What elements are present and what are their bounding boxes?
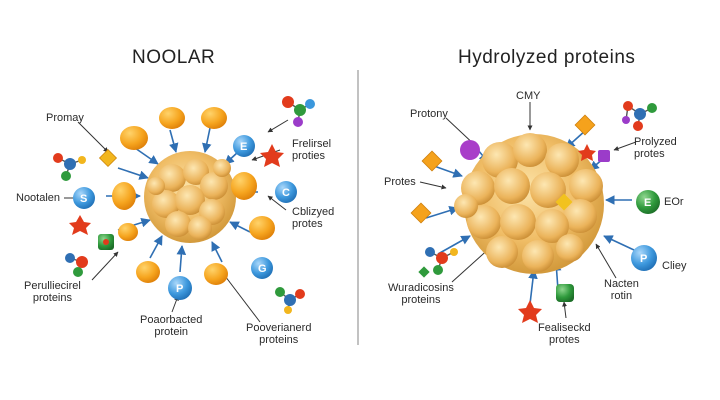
left-orange-beads — [112, 107, 275, 285]
right-label-nacten-rotin: Nacten rotin — [604, 278, 639, 302]
left-blue-badges — [73, 135, 297, 300]
right-label-prolyzed-protes: Prolyzed protes — [634, 136, 677, 160]
left-label-pooverianerd-proteins: Pooverianerd proteins — [246, 322, 312, 346]
left-label-perulliecirel-proteins: Perulliecirel proteins — [24, 280, 81, 304]
right-label-cliey: Cliey — [662, 260, 687, 272]
left-label-promay: Promay — [46, 112, 84, 124]
left-yellow-diamonds — [98, 148, 118, 168]
left-label-frelirsel-proties: Frelirsel proties — [292, 138, 332, 162]
left-label-nootalen: Nootalen — [16, 192, 61, 204]
left-badge-letter-2: E — [240, 141, 247, 153]
left-red-stars — [69, 144, 284, 235]
left-molecule-bottom-right — [275, 287, 305, 314]
right-green-badges — [556, 190, 660, 302]
left-molecule-top-right — [282, 96, 315, 127]
right-badge-letter-1: P — [640, 253, 647, 265]
left-core-aggregate — [144, 151, 236, 243]
right-yellow-diamonds — [410, 114, 596, 224]
right-blue-badges — [631, 245, 657, 271]
left-label-cblizyed-protes: Cblizyed protes — [292, 206, 335, 230]
right-label-cmy: CMY — [516, 90, 541, 102]
right-label-wuradicosins-proteins: Wuradicosins proteins — [388, 282, 454, 306]
right-panel-title: Hydrolyzed proteins — [458, 47, 636, 68]
left-panel-title: NOOLAR — [132, 47, 216, 68]
right-core-aggregate — [454, 133, 604, 274]
left-molecule-mid-left — [53, 153, 86, 181]
left-badge-letter-1: P — [176, 283, 183, 295]
right-badge-letter-0: E — [644, 197, 651, 209]
left-molecule-bottom-left — [65, 253, 88, 277]
right-molecule-top-right — [622, 101, 657, 131]
left-label-poaorbacted-protein: Poaorbacted protein — [140, 314, 203, 338]
right-purple-gems — [598, 150, 610, 162]
right-red-stars — [518, 144, 596, 323]
left-green-tiles — [98, 234, 114, 250]
right-label-protes: Protes — [384, 176, 416, 188]
left-badge-letter-3: C — [282, 187, 290, 199]
right-label-eor: EOr — [664, 196, 684, 208]
right-small-green-diamond — [418, 266, 430, 278]
right-label-fealiseckd-protes: Fealiseckd protes — [538, 322, 591, 346]
left-badge-letter-5: G — [258, 263, 267, 275]
left-badge-letter-0: S — [80, 193, 87, 205]
right-molecule-bottom-left — [425, 247, 458, 275]
right-label-protony: Protony — [410, 108, 448, 120]
